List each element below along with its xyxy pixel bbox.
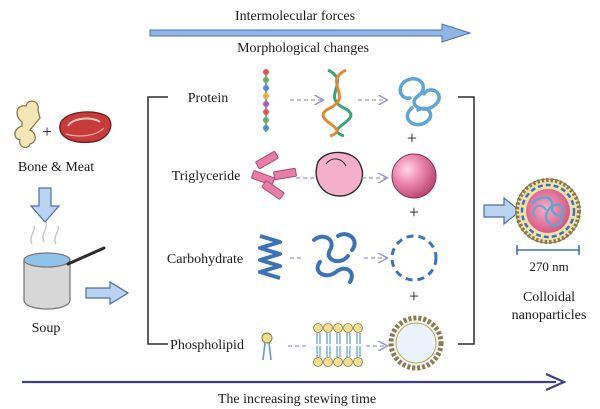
plus-sign-2: + [409,202,419,222]
colloidal-nanoparticle-icon [515,178,581,244]
vesicle-icon [388,315,444,371]
nanoparticles-label: nanoparticles [512,308,587,323]
top-arrow [149,23,472,43]
lipid-bilayer-icon [313,323,363,367]
morphological-changes-label: Morphological changes [237,41,369,56]
folded-carbohydrate-icon [312,232,357,284]
scale-label: 270 nm [529,259,568,274]
phospholipid-label: Phospholipid [170,338,244,353]
carbohydrate-label: Carbohydrate [167,252,243,267]
meat-icon [59,111,112,144]
intermolecular-forces-label: Intermolecular forces [235,9,355,24]
folded-protein-icon [398,77,441,127]
down-arrow [29,187,61,223]
colloidal-label: Colloidal [523,290,575,305]
phospholipid-molecule-icon [261,332,273,361]
triglyceride-label: Triglyceride [172,169,241,184]
soup-to-components-arrow [85,280,130,306]
bone-meat-label: Bone & Meat [18,160,94,175]
carbohydrate-coil-icon [258,234,282,280]
plus-sign-1: + [407,128,417,148]
bottom-arrow-head [545,372,567,392]
protein-label: Protein [188,91,228,106]
fat-blob-icon [315,151,364,197]
protein-chain-icon [263,69,269,132]
left-bracket [147,96,168,345]
bone-icon [14,100,41,149]
soup-label: Soup [32,321,61,336]
stewing-time-label: The increasing stewing time [218,392,376,407]
double-helix-icon [321,68,353,138]
triglyceride-molecule-icon [251,150,297,200]
soup-pot-icon [23,221,106,310]
ingredients-plus-sign: + [42,122,52,141]
plus-sign-3: + [409,286,419,306]
lipid-droplet-icon [391,153,437,199]
scale-bar [516,245,580,255]
carbohydrate-shell-icon [390,234,438,282]
to-nanoparticle-arrow [483,196,521,226]
right-bracket [458,96,475,345]
